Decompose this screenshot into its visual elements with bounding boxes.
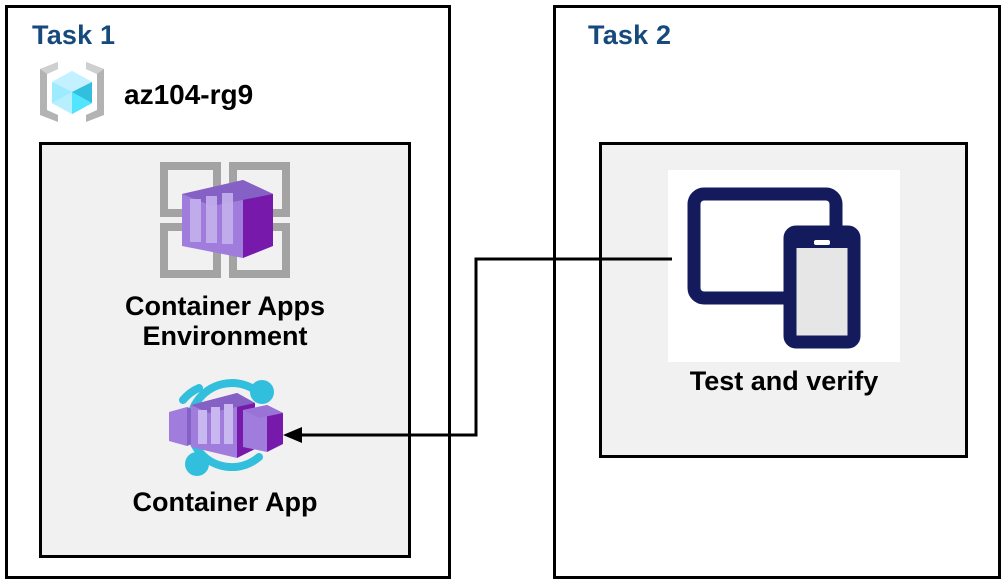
container-app-node: Container App [64,372,386,517]
test-and-verify-devices-icon [668,170,900,362]
resource-group-label: az104-rg9 [124,78,254,110]
container-app-caption: Container App [132,487,318,517]
test-and-verify-caption: Test and verify [689,366,879,396]
container-apps-environment-caption: Container Apps Environment [124,291,325,352]
resource-group-icon [36,58,108,131]
test-and-verify-node: Test and verify [628,170,940,396]
container-apps-environment-node: Container Apps Environment [64,158,386,351]
task-2-title: Task 2 [588,20,672,50]
container-apps-environment-icon [150,158,300,287]
task-1-title: Task 1 [32,20,116,50]
container-app-icon [159,372,291,483]
resource-group-row: az104-rg9 [36,58,253,131]
